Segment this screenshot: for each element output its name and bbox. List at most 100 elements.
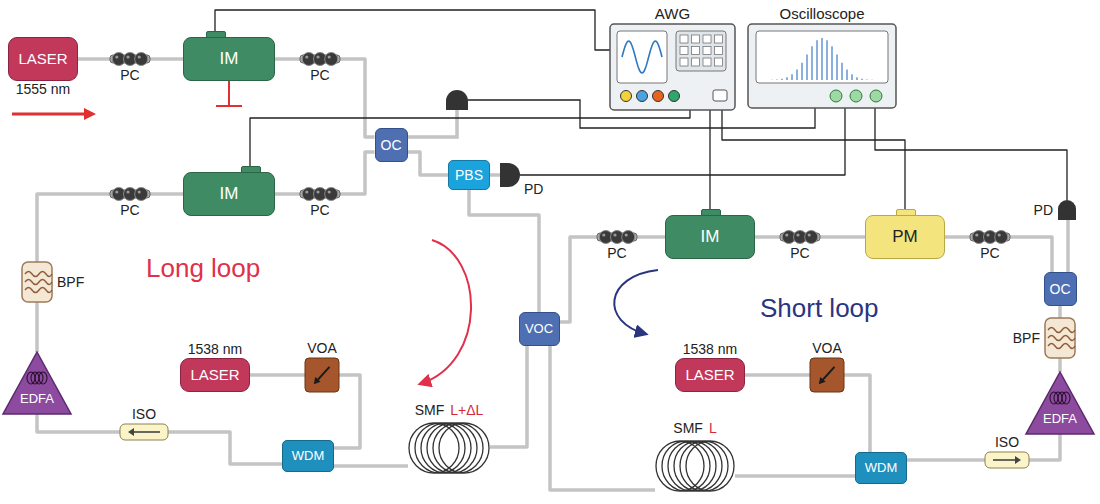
polarization-controller: PC <box>300 187 340 201</box>
component-label: VOA <box>812 340 842 356</box>
label-holder: PC <box>310 67 329 83</box>
optical-fiber <box>490 173 500 177</box>
ground-symbol <box>216 81 242 106</box>
fiber-spool-symbol <box>408 420 490 476</box>
component-label: 1538 nm <box>683 341 737 357</box>
optical-fiber <box>1058 306 1062 318</box>
photodetector-symbol <box>446 90 468 110</box>
component-label: PC <box>120 67 139 83</box>
optical-fiber <box>334 464 408 468</box>
optical-fiber <box>637 235 665 239</box>
component-label: PC <box>310 67 329 83</box>
text-holder: OC <box>376 129 407 161</box>
photodetector: PD <box>500 163 520 187</box>
text-holder: LASER <box>9 38 77 80</box>
electrode-tab <box>241 166 261 173</box>
optical-fiber <box>408 152 449 175</box>
optical-fiber <box>78 57 110 61</box>
laser-source: 1538 nmLASER <box>180 358 250 392</box>
component-name: LASER <box>18 50 67 67</box>
direction-arrow <box>12 113 84 116</box>
text-holder: VOC <box>520 313 559 345</box>
component-label: PC <box>310 202 329 218</box>
component-name: WDM <box>292 449 325 464</box>
isolator-symbol <box>120 424 168 440</box>
component-label: PD <box>524 181 543 197</box>
label-holder: VOA <box>812 340 842 356</box>
component-label: PC <box>607 245 626 261</box>
text-holder: LASER <box>676 359 744 391</box>
optical-fiber <box>550 346 655 490</box>
optical-fiber <box>745 373 810 377</box>
intensity-modulator: IM <box>665 215 755 259</box>
component-name: OC <box>381 137 402 153</box>
component-label: L <box>709 420 717 436</box>
optical-fiber <box>820 235 865 239</box>
optical-fiber <box>150 192 183 196</box>
optical-fiber <box>755 235 780 239</box>
text-holder: LASER <box>181 359 249 391</box>
polarization-controller-symbol <box>110 187 150 201</box>
fiber <box>406 110 457 137</box>
component-label: ISO <box>995 434 1019 450</box>
electrode-tab <box>206 31 226 38</box>
label-holder: ISO <box>995 434 1019 450</box>
electrode-tab <box>701 209 721 216</box>
optical-fiber <box>275 192 300 196</box>
component-label: AWG <box>655 5 690 22</box>
polarization-controller-symbol <box>780 230 820 244</box>
bandpass-filter: BPF <box>22 262 52 302</box>
component-name: PBS <box>455 167 483 183</box>
optical-fiber <box>168 432 282 464</box>
polarization-controller-symbol <box>597 230 637 244</box>
optical-fiber <box>560 237 598 322</box>
label-holder: 1538 nm <box>188 341 242 357</box>
edfa-amplifier: EDFA <box>3 352 71 414</box>
component-label: PC <box>790 245 809 261</box>
loop-arrow <box>420 240 471 384</box>
component-name: OC <box>1050 281 1071 297</box>
polarization-controller-symbol <box>300 52 340 66</box>
component-label: BPF <box>57 274 84 290</box>
label-holder: PC <box>790 245 809 261</box>
text-holder: OC <box>1045 273 1076 305</box>
optical-fiber <box>37 194 110 262</box>
loop-label: Short loop <box>760 294 879 324</box>
component-label: SMF <box>673 420 703 436</box>
oscilloscope-symbol <box>748 24 896 108</box>
laser-source: 1538 nmLASER <box>675 358 745 392</box>
optical-fiber <box>150 57 183 61</box>
intensity-modulator: IM <box>183 37 275 81</box>
label-holder: PD <box>1034 202 1053 218</box>
component-label: SMF <box>415 402 445 418</box>
intensity-modulator: IM <box>183 172 275 216</box>
component-label: PC <box>120 202 139 218</box>
optical-fiber <box>945 235 970 239</box>
component-label: L+ΔL <box>450 402 483 418</box>
optical-fiber <box>1010 237 1052 272</box>
bandpass-filter: BPF <box>1045 318 1075 358</box>
bandpass-filter-symbol <box>22 262 52 302</box>
optical-fiber <box>340 152 375 194</box>
label-holder: BPF <box>57 274 84 290</box>
loop-arrow <box>614 270 658 334</box>
polarization-controller: PC <box>300 52 340 66</box>
text-holder: WDM <box>856 453 906 483</box>
component-name: LASER <box>685 366 734 383</box>
signal-cable <box>722 110 905 215</box>
waveform-generator: AWG <box>610 24 735 110</box>
optical-fiber <box>340 59 375 137</box>
laser-source: LASER1555 nm <box>8 37 78 81</box>
polarization-controller: PC <box>597 230 637 244</box>
text-holder: IM <box>666 216 754 258</box>
component-name: PM <box>892 227 918 247</box>
optical-fiber <box>469 190 539 312</box>
signal-cable <box>520 108 845 175</box>
text-holder: PM <box>866 216 944 258</box>
component-name: VOC <box>525 322 553 337</box>
edfa-amplifier: EDFA <box>1026 372 1094 434</box>
component-name: EDFA <box>1043 412 1077 427</box>
label-holder: SMF L+ΔL <box>415 402 484 418</box>
optical-coupler: OC <box>1044 272 1077 306</box>
